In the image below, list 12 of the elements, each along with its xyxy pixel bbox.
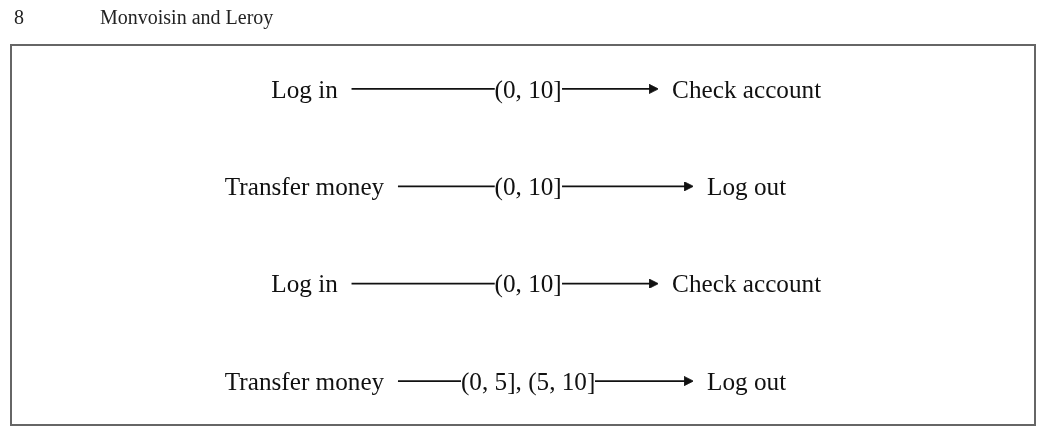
edge-label: (0, 10] (494, 269, 562, 299)
edge-label: (0, 5], (5, 10] (460, 366, 596, 396)
node-text: Transfer money (224, 366, 385, 396)
node-text: Log in (271, 74, 338, 104)
node-text: Log in (271, 269, 338, 299)
node-text: Check account (672, 74, 822, 104)
edge-label: (0, 10] (494, 171, 562, 201)
edge-label: (0, 10] (494, 74, 562, 104)
node-text: Transfer money (224, 171, 385, 201)
running-header: Monvoisin and Leroy (100, 6, 274, 29)
page-number: 8 (14, 6, 24, 29)
node-text: Check account (672, 269, 822, 299)
